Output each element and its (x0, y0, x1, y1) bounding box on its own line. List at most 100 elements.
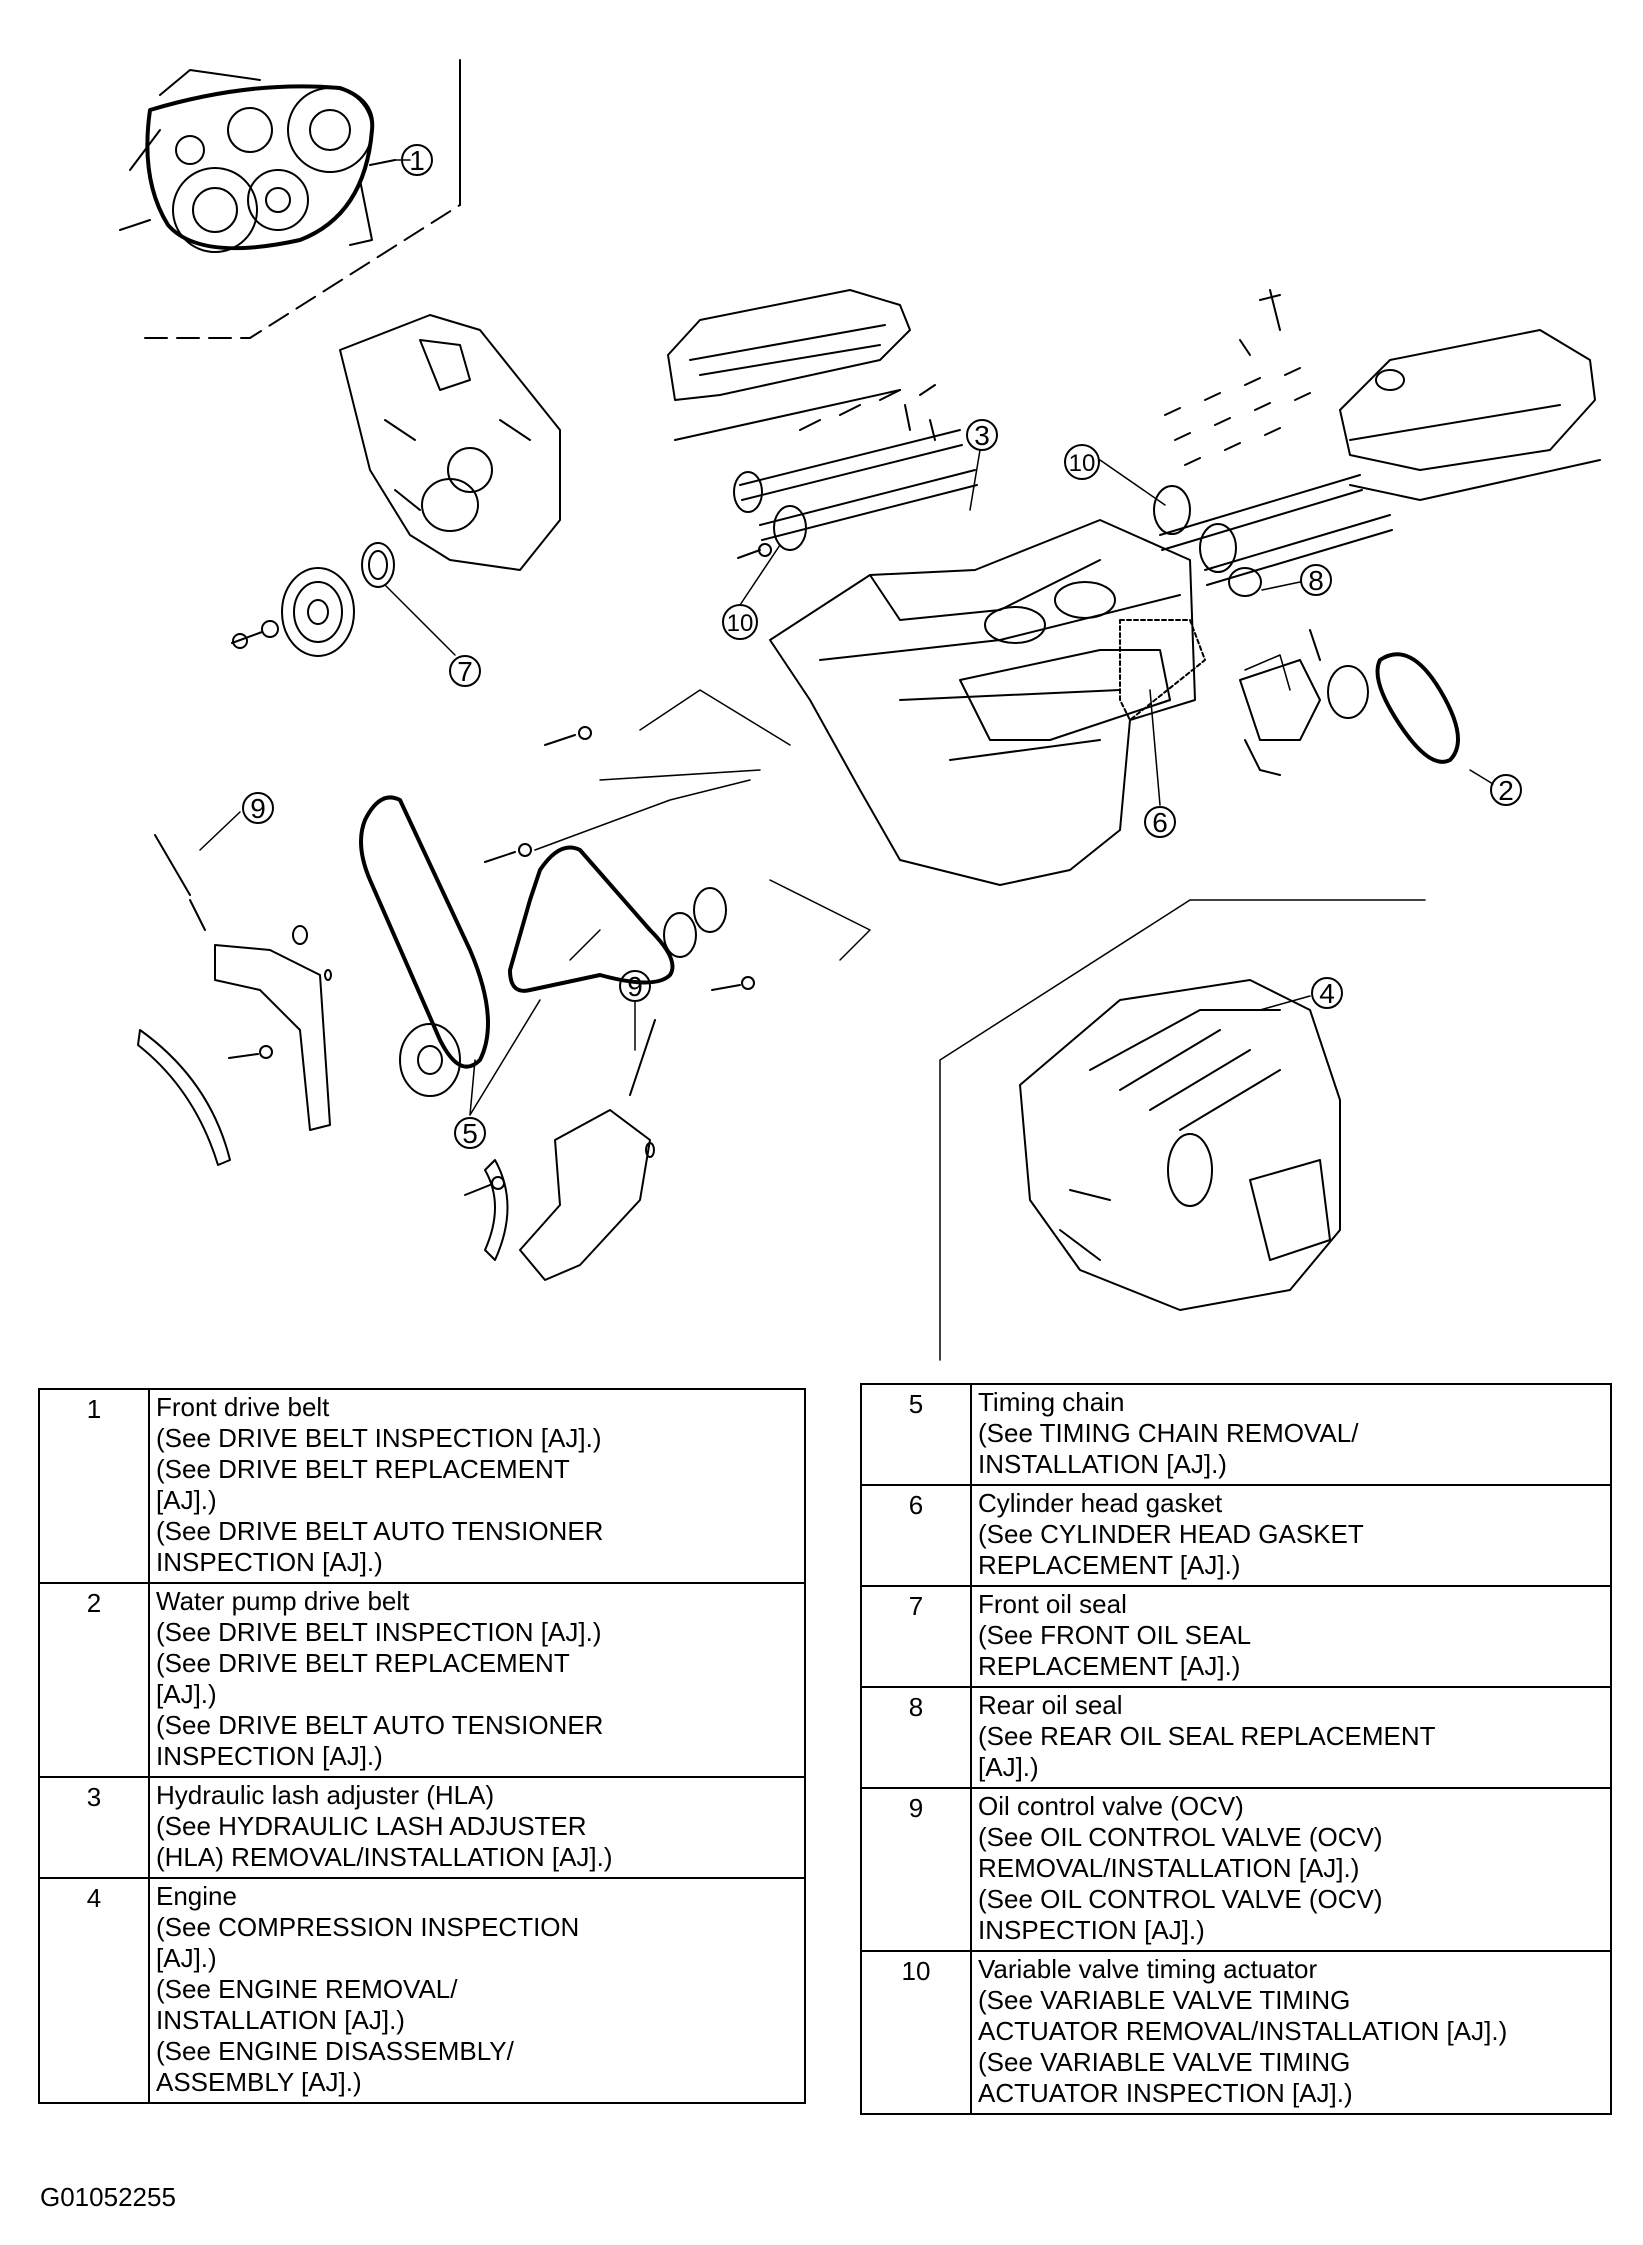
callout-4-label: 4 (1319, 978, 1335, 1009)
sprockets (399, 887, 727, 1097)
legend-item-line: (See TIMING CHAIN REMOVAL/ (978, 1418, 1359, 1448)
callout-4: 4 (1259, 977, 1343, 1011)
callout-10-top-label: 10 (1069, 450, 1096, 477)
legend-item-line: INSTALLATION [AJ].) (156, 2005, 405, 2035)
leader-lines (534, 654, 1426, 1361)
callout-8: 8 (1261, 564, 1332, 596)
front-cover (339, 314, 561, 571)
engine-inset (1019, 979, 1341, 1311)
callout-9-left: 9 (199, 792, 274, 851)
callout-9-left-label: 9 (250, 793, 266, 824)
legend-item-line: (See VARIABLE VALVE TIMING (978, 1985, 1351, 2015)
crank-pulley (231, 542, 395, 657)
legend-item-number: 7 (860, 1585, 972, 1688)
legend-item-line: INSPECTION [AJ].) (978, 1915, 1205, 1945)
legend-item-line: ACTUATOR INSPECTION [AJ].) (978, 2078, 1353, 2108)
legend-item-line: [AJ].) (978, 1752, 1039, 1782)
timing-chains (359, 795, 675, 1069)
legend-item-line: (See DRIVE BELT REPLACEMENT (156, 1648, 570, 1678)
legend-item-line: (See COMPRESSION INSPECTION (156, 1912, 580, 1942)
callout-3-label: 3 (974, 420, 990, 451)
legend-item-line: Timing chain (978, 1387, 1125, 1417)
legend-item-description: Cylinder head gasket(See CYLINDER HEAD G… (970, 1484, 1612, 1587)
legend-item-number: 4 (38, 1877, 150, 2104)
legend-item-line: Front oil seal (978, 1589, 1127, 1619)
legend-item-number: 3 (38, 1776, 150, 1879)
callout-1: 1 (394, 144, 433, 176)
legend-item-line: (HLA) REMOVAL/INSTALLATION [AJ].) (156, 1842, 613, 1872)
legend-item-line: Cylinder head gasket (978, 1488, 1223, 1518)
callout-2: 2 (1469, 769, 1522, 806)
legend-item-description: Hydraulic lash adjuster (HLA)(See HYDRAU… (148, 1776, 806, 1879)
callout-7: 7 (384, 584, 481, 687)
figure-id: G01052255 (40, 2182, 176, 2212)
legend-item-line: (See VARIABLE VALVE TIMING (978, 2047, 1351, 2077)
legend-item-line: (See OIL CONTROL VALVE (OCV) (978, 1822, 1383, 1852)
legend-item-line: [AJ].) (156, 1943, 217, 1973)
legend-item-line: Engine (156, 1881, 237, 1911)
legend-item-number: 10 (860, 1950, 972, 2115)
legend-item-description: Engine(See COMPRESSION INSPECTION[AJ].)(… (148, 1877, 806, 2104)
legend-item-line: Variable valve timing actuator (978, 1954, 1318, 1984)
legend-item-number: 9 (860, 1787, 972, 1952)
legend-item-line: (See DRIVE BELT AUTO TENSIONER (156, 1516, 604, 1546)
callout-6-label: 6 (1152, 807, 1168, 838)
callout-3: 3 (966, 419, 998, 511)
legend-item-line: (See DRIVE BELT INSPECTION [AJ].) (156, 1423, 602, 1453)
legend-item-number: 5 (860, 1383, 972, 1486)
legend-item-line: (See ENGINE REMOVAL/ (156, 1974, 458, 2004)
legend-item-number: 6 (860, 1484, 972, 1587)
legend-item-line: (See DRIVE BELT AUTO TENSIONER (156, 1710, 604, 1740)
right-ocv-tensioner (484, 1019, 656, 1281)
legend-item-line: [AJ].) (156, 1679, 217, 1709)
callout-5-label: 5 (462, 1118, 478, 1149)
legend-item-line: ASSEMBLY [AJ].) (156, 2067, 362, 2097)
legend-item-line: INSTALLATION [AJ].) (978, 1449, 1227, 1479)
legend-item-line: (See FRONT OIL SEAL (978, 1620, 1252, 1650)
legend-item-line: REPLACEMENT [AJ].) (978, 1550, 1241, 1580)
legend-item-line: Hydraulic lash adjuster (HLA) (156, 1780, 495, 1810)
cylinder-head-gasket (1119, 619, 1206, 721)
legend-item-description: Front drive belt(See DRIVE BELT INSPECTI… (148, 1388, 806, 1584)
legend-item-line: Oil control valve (OCV) (978, 1791, 1244, 1821)
legend-item-line: REPLACEMENT [AJ].) (978, 1651, 1241, 1681)
left-camshafts (733, 384, 978, 551)
right-camshafts (1153, 289, 1393, 586)
callout-group: 1 2 3 4 5 6 7 (199, 144, 1522, 1149)
callout-10-top: 10 (1064, 444, 1166, 506)
callout-10-mid: 10 (722, 544, 781, 640)
legend-item-line: (See DRIVE BELT INSPECTION [AJ].) (156, 1617, 602, 1647)
legend-item-line: (See OIL CONTROL VALVE (OCV) (978, 1884, 1383, 1914)
legend-item-description: Variable valve timing actuator(See VARIA… (970, 1950, 1612, 2115)
left-ocv-tensioner (137, 834, 332, 1166)
callout-9-right-label: 9 (627, 971, 643, 1002)
callout-10-mid-label: 10 (727, 610, 754, 637)
legend-item-description: Water pump drive belt(See DRIVE BELT INS… (148, 1582, 806, 1778)
legend-item-line: (See REAR OIL SEAL REPLACEMENT (978, 1721, 1436, 1751)
legend-item-line: Front drive belt (156, 1392, 330, 1422)
legend-item-line: INSPECTION [AJ].) (156, 1547, 383, 1577)
legend-item-line: REMOVAL/INSTALLATION [AJ].) (978, 1853, 1360, 1883)
cylinder-block (769, 519, 1196, 886)
legend-item-description: Rear oil seal(See REAR OIL SEAL REPLACEM… (970, 1686, 1612, 1789)
legend-item-line: (See DRIVE BELT REPLACEMENT (156, 1454, 570, 1484)
legend-item-line: [AJ].) (156, 1485, 217, 1515)
legend-item-line: INSPECTION [AJ].) (156, 1741, 383, 1771)
legend-item-line: (See ENGINE DISASSEMBLY/ (156, 2036, 514, 2066)
water-pump-belt (1228, 567, 1460, 776)
legend-item-line: ACTUATOR REMOVAL/INSTALLATION [AJ].) (978, 2016, 1508, 2046)
legend-item-number: 8 (860, 1686, 972, 1789)
legend-item-line: Water pump drive belt (156, 1586, 410, 1616)
